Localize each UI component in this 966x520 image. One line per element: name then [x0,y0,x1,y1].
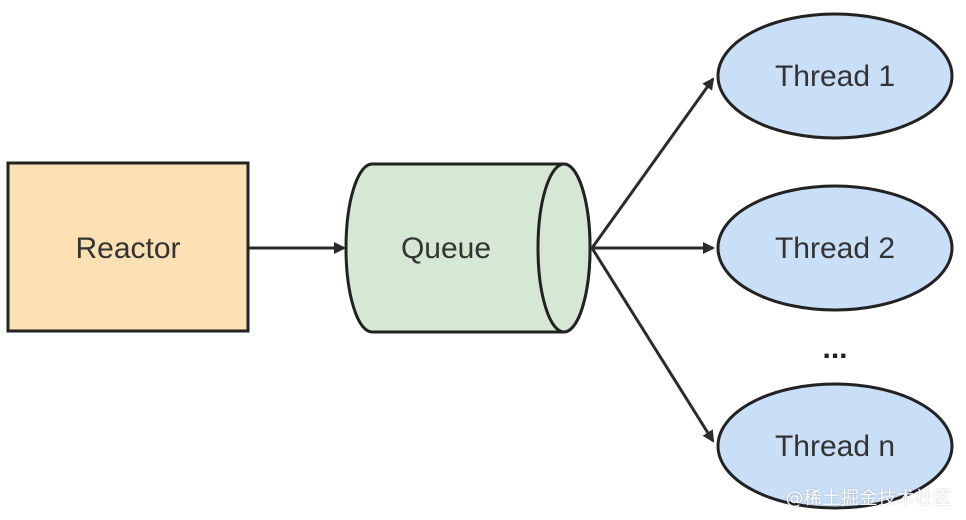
queue-label: Queue [401,232,491,265]
thread-2-ellipse [716,184,954,312]
thread-n-ellipse [716,382,954,510]
thread-1-ellipse [716,12,954,140]
arrow-queue-to-thread-n [590,247,715,443]
queue-cylinder-cap [536,162,592,334]
ellipsis-text: ... [822,332,847,365]
reactor-box [6,161,250,333]
thread-1-node: Thread 1 [716,12,954,140]
reactor-node: Reactor [6,161,250,333]
thread-n-label: Thread n [775,430,895,463]
queue-node: Queue [344,162,592,334]
thread-n-node: Thread n [716,382,954,510]
watermark-text: @稀土掘金技术社区 [785,488,952,509]
reactor-label: Reactor [75,232,180,265]
thread-2-node: Thread 2 [716,184,954,312]
arrow-queue-to-thread-1 [590,77,715,249]
thread-1-label: Thread 1 [775,60,895,93]
thread-2-label: Thread 2 [775,232,895,265]
